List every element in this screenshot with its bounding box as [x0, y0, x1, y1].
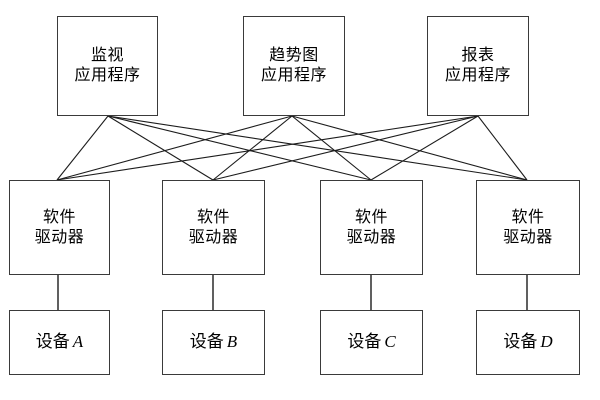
- link-app-trend-to-driver-b: [212, 115, 293, 181]
- link-app-trend-to-driver-a: [56, 115, 293, 181]
- application-box-app-monitor[interactable]: 监视应用程序: [57, 16, 158, 116]
- link-app-monitor-to-driver-a: [56, 115, 109, 181]
- application-box-app-report[interactable]: 报表应用程序: [427, 16, 529, 116]
- device-tag: B: [226, 332, 238, 352]
- link-app-trend-to-driver-c: [291, 115, 372, 181]
- driver-label-line1: 软件: [196, 208, 230, 226]
- application-label-line1: 监视: [90, 47, 124, 65]
- link-app-monitor-to-driver-c: [107, 115, 372, 181]
- driver-label-line2: 驱动器: [346, 228, 397, 246]
- driver-box-driver-d[interactable]: 软件驱动器: [476, 180, 580, 275]
- application-label-line2: 应用程序: [74, 67, 141, 84]
- driver-box-driver-a[interactable]: 软件驱动器: [9, 180, 110, 275]
- driver-label-line2: 驱动器: [188, 228, 239, 246]
- application-label-line2: 应用程序: [444, 67, 511, 84]
- link-app-report-to-driver-b: [212, 115, 479, 181]
- driver-box-driver-c[interactable]: 软件驱动器: [320, 180, 423, 275]
- application-label-line2: 应用程序: [260, 67, 327, 84]
- link-app-trend-to-driver-d: [291, 115, 528, 181]
- link-app-report-to-driver-d: [477, 115, 528, 181]
- link-app-monitor-to-driver-b: [107, 115, 214, 181]
- application-label-line1: 报表: [461, 47, 495, 65]
- device-tag: A: [72, 332, 84, 352]
- application-label-line1: 趋势图: [269, 47, 319, 65]
- application-box-app-trend[interactable]: 趋势图应用程序: [243, 16, 345, 116]
- driver-label-line2: 驱动器: [34, 228, 85, 246]
- link-app-report-to-driver-a: [56, 115, 479, 181]
- link-app-monitor-to-driver-d: [107, 115, 528, 181]
- driver-label-line1: 软件: [354, 208, 388, 226]
- driver-label-line1: 软件: [511, 208, 545, 226]
- device-tag: C: [384, 332, 396, 352]
- driver-box-driver-b[interactable]: 软件驱动器: [162, 180, 265, 275]
- driver-label-line1: 软件: [42, 208, 76, 226]
- link-app-report-to-driver-c: [370, 115, 479, 181]
- device-tag: D: [540, 332, 553, 352]
- driver-label-line2: 驱动器: [503, 228, 553, 246]
